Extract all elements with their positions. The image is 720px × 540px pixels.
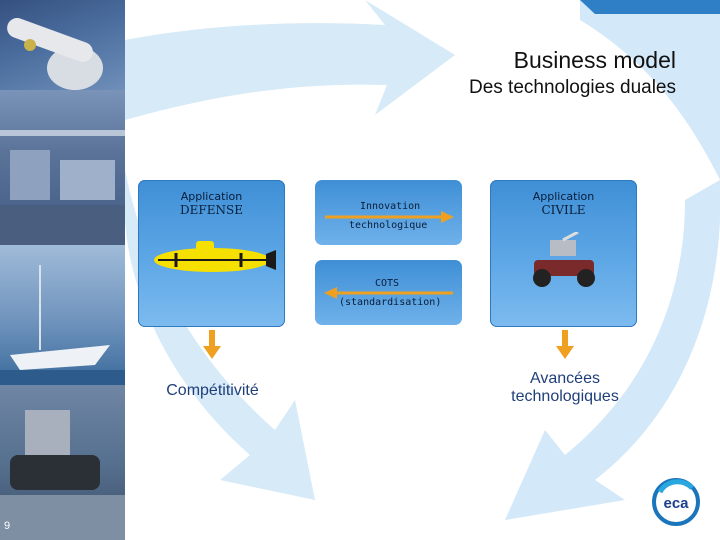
factory-photo	[0, 90, 125, 245]
civil-robot-icon	[528, 232, 600, 290]
photo-strip	[0, 0, 125, 540]
robot-vehicle-photo	[0, 385, 125, 540]
yellow-submarine-icon	[146, 232, 278, 282]
cots-box: COTS (standardisation)	[315, 260, 462, 325]
defense-application-label: Application	[138, 190, 285, 203]
outcome-avancees: Avancées technologiques	[480, 370, 650, 406]
slide-title: Business model	[514, 47, 676, 74]
innovation-label-line2: technologique	[349, 220, 427, 231]
eca-logo: eca	[652, 478, 700, 526]
civile-application-label: Application	[490, 190, 637, 203]
civile-title: CIVILE	[490, 203, 637, 217]
defense-title: DEFENSE	[138, 203, 285, 217]
outcome-competitivite: Compétitivité	[140, 382, 285, 400]
down-arrow-right-icon	[555, 330, 575, 360]
innovation-box: Innovation technologique	[315, 180, 462, 245]
svg-text:eca: eca	[663, 495, 689, 512]
cots-label-line2: (standardisation)	[339, 297, 441, 308]
outcome-avancees-line2: technologiques	[480, 388, 650, 406]
civile-panel: Application CIVILE	[490, 180, 637, 327]
down-arrow-left-icon	[202, 330, 222, 360]
outcome-avancees-line1: Avancées	[480, 370, 650, 388]
top-band	[580, 0, 720, 14]
top-left-arc	[125, 0, 455, 120]
underwater-vehicle-photo	[0, 0, 125, 90]
page-number: 9	[4, 520, 10, 532]
slide-subtitle: Des technologies duales	[469, 77, 676, 99]
boat-photo	[0, 245, 125, 385]
defense-panel: Application DEFENSE	[138, 180, 285, 327]
